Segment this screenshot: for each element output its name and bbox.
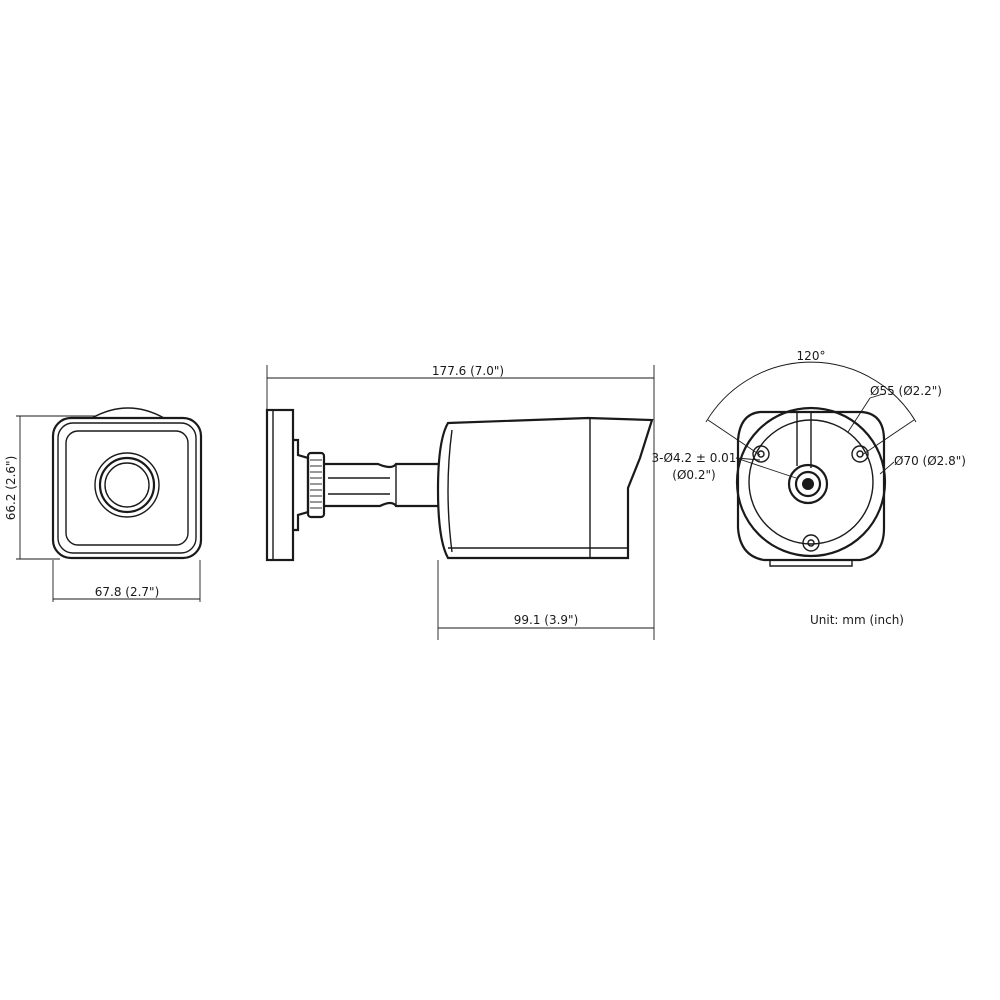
- base-angle-ray-left: [707, 419, 761, 456]
- base-hole-label-line1: 3-Ø4.2 ± 0.01: [652, 451, 737, 465]
- side-base: [293, 438, 310, 532]
- base-bottom-tab: [769, 560, 853, 567]
- base-screw-hole-left: [752, 445, 770, 463]
- base-screw-hole-bottom-center: [807, 539, 815, 547]
- base-cable-hub-inner: [794, 470, 822, 498]
- base-inner-diameter-leader-tail: [869, 393, 884, 399]
- front-lens: [104, 462, 150, 508]
- base-screw-hole-bottom: [802, 534, 820, 552]
- base-inner-diameter-leader: [847, 397, 871, 433]
- base-outer-diameter-label: Ø70 (Ø2.8"): [894, 454, 966, 468]
- base-angle-arc: [705, 361, 917, 423]
- base-outer-circle: [735, 406, 887, 558]
- side-total-length-label: 177.6 (7.0"): [432, 364, 504, 378]
- front-glass-frame: [65, 430, 189, 546]
- base-cable-hub: [787, 463, 829, 505]
- base-cable-hole: [802, 478, 814, 490]
- base-screw-hole-left-center: [757, 450, 765, 458]
- front-width-label: 67.8 (2.7"): [95, 585, 160, 599]
- front-view: 66.2 (2.6") 67.8 (2.7"): [4, 407, 203, 602]
- side-body-length-label: 99.1 (3.9"): [514, 613, 579, 627]
- base-hole-leader: [735, 457, 761, 461]
- front-housing-inner: [57, 422, 197, 554]
- base-screw-hole-right: [851, 445, 869, 463]
- side-arm: [324, 462, 438, 508]
- base-view: 120° Ø55 (Ø2.2") Ø70 (Ø2.8") 3-Ø4.2 ± 0.…: [652, 349, 966, 567]
- side-nut-threads: [310, 459, 322, 509]
- side-body-rear-edge: [447, 429, 453, 553]
- base-angle-label: 120°: [797, 349, 826, 363]
- base-hole-label-line2: (Ø0.2"): [672, 468, 715, 482]
- front-housing-outer: [51, 416, 203, 560]
- unit-note: Unit: mm (inch): [810, 613, 904, 627]
- front-height-label: 66.2 (2.6"): [4, 456, 18, 521]
- side-nut: [306, 451, 326, 519]
- base-inner-diameter-label: Ø55 (Ø2.2"): [870, 384, 942, 398]
- side-body: [436, 416, 654, 560]
- base-angle-ray-right: [861, 419, 915, 456]
- front-sunshield: [91, 407, 165, 419]
- base-outer-diameter-leader: [879, 461, 895, 475]
- base-housing: [736, 410, 886, 562]
- front-lens-ring: [94, 452, 160, 518]
- front-lens-ring-inner: [98, 456, 156, 514]
- base-screw-hole-right-center: [856, 450, 864, 458]
- side-mount-plate: [265, 408, 295, 562]
- side-view: 177.6 (7.0") 99.1 (3.9"): [265, 364, 655, 640]
- base-hole-leader-center: [735, 457, 797, 479]
